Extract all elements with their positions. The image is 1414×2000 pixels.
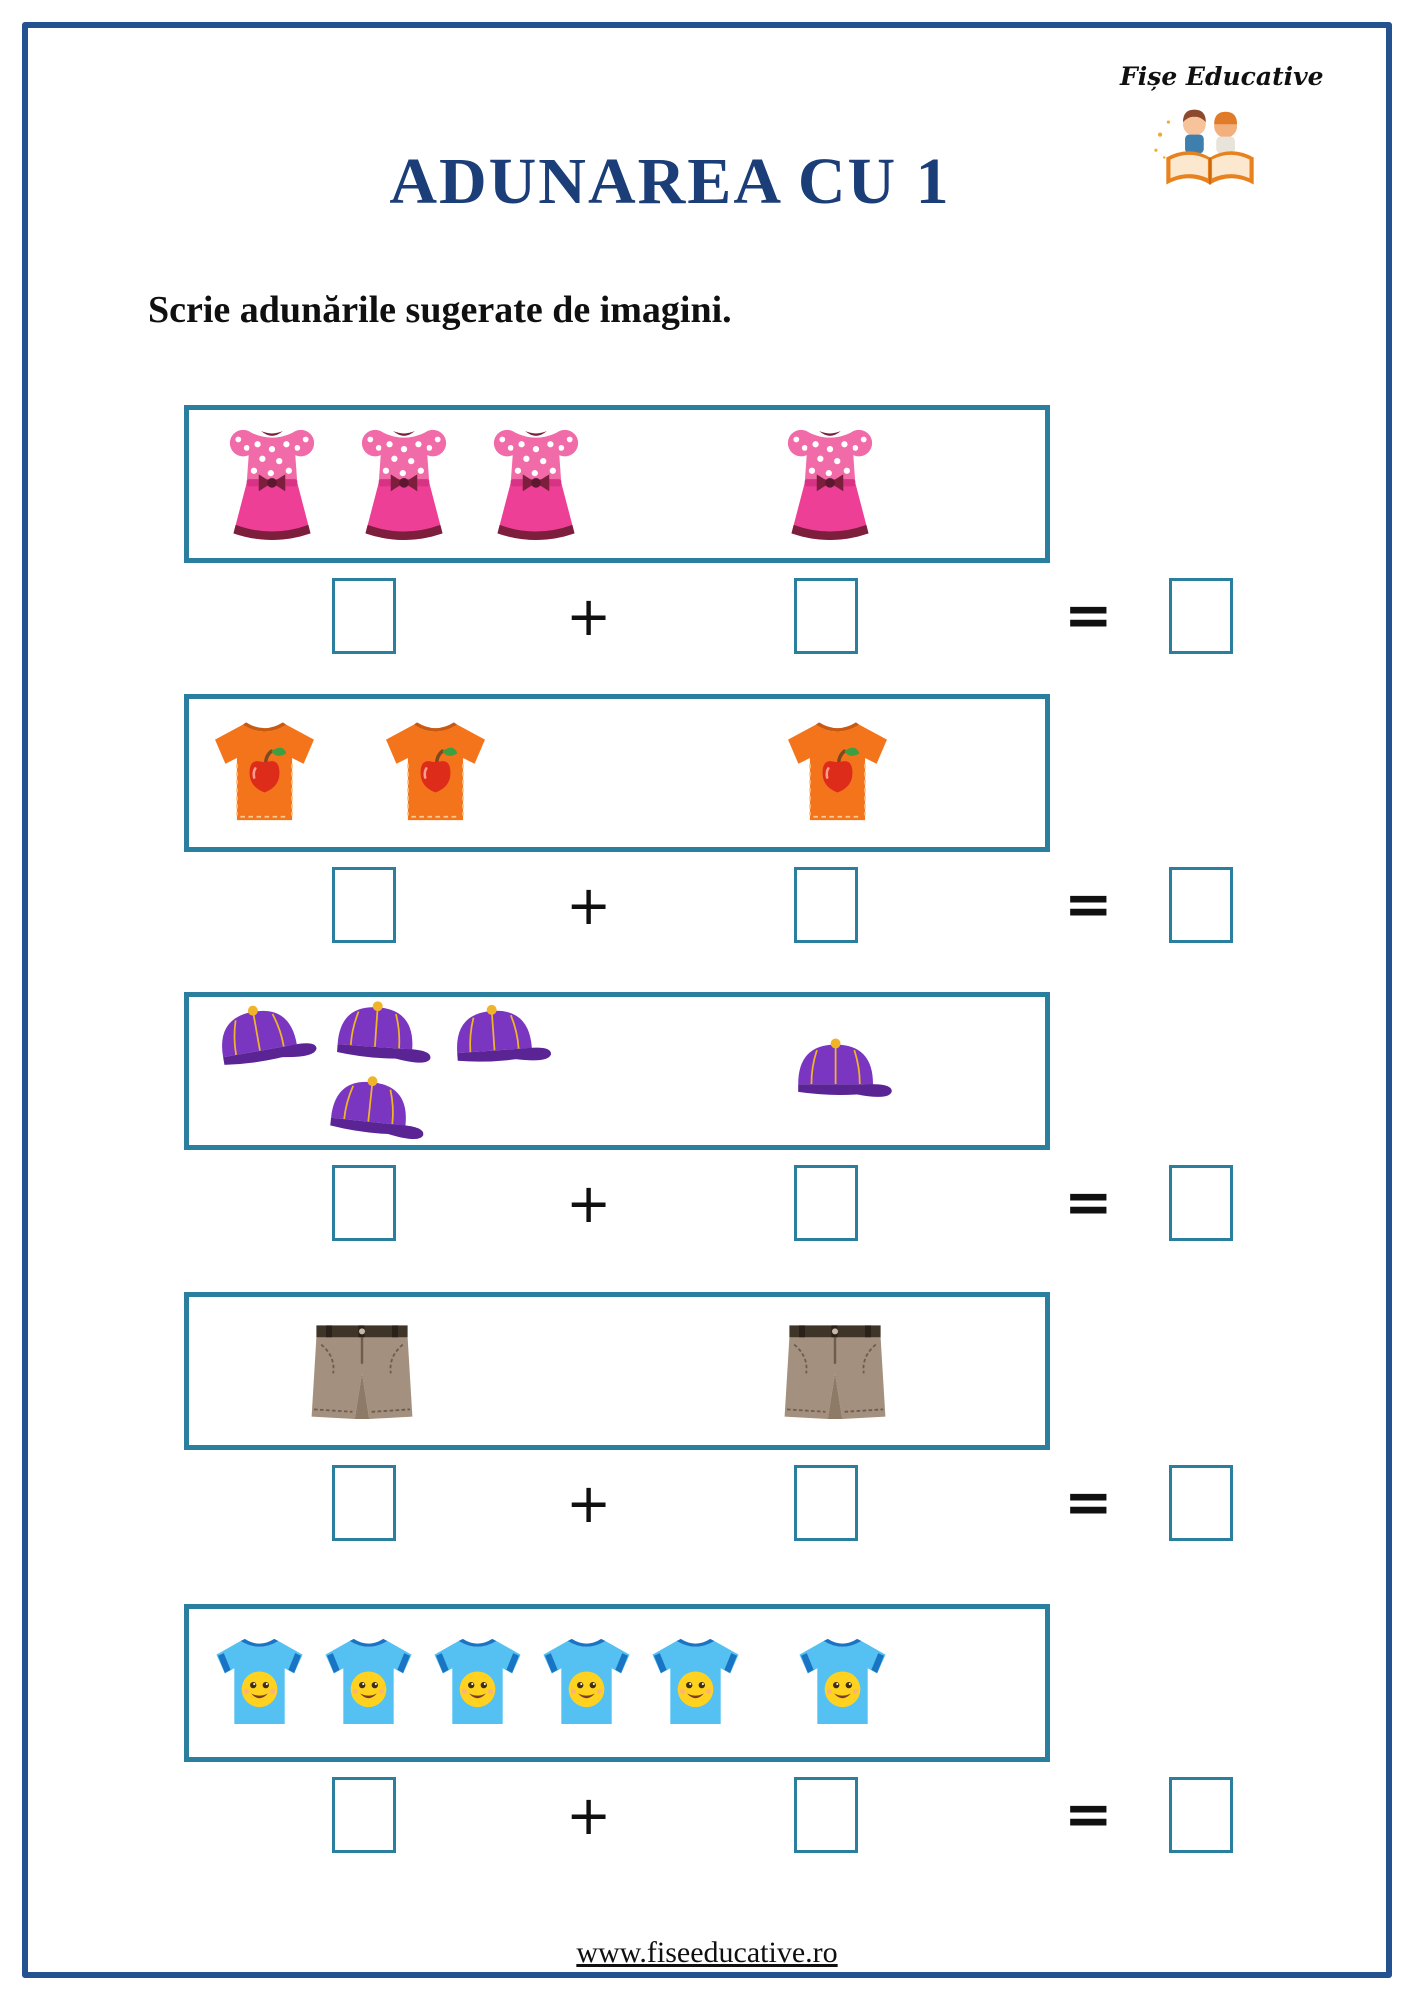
blue-smiley-tshirt-icon — [790, 1633, 895, 1733]
pink-polka-dot-dress-icon — [339, 413, 469, 555]
answer-box-addend2[interactable] — [794, 1465, 858, 1541]
pink-polka-dot-dress-icon — [207, 413, 337, 555]
equals-sign: = — [1064, 581, 1113, 649]
picture-box — [184, 1292, 1050, 1450]
answer-box-addend1[interactable] — [332, 1465, 396, 1541]
answer-box-addend2[interactable] — [794, 867, 858, 943]
blue-smiley-tshirt-icon — [643, 1633, 748, 1733]
answer-box-sum[interactable] — [1169, 1165, 1233, 1241]
plus-sign: + — [566, 1472, 612, 1535]
exercise-row: + = — [184, 694, 1259, 956]
brand-name: Fișe Educative — [1120, 62, 1324, 91]
item-group-left — [207, 1633, 748, 1733]
item-group-left — [207, 413, 601, 555]
answer-box-sum[interactable] — [1169, 867, 1233, 943]
item-group-right — [775, 1312, 895, 1430]
footer: www.fiseeducative.ro — [0, 1936, 1414, 1970]
equation-row: + = — [184, 578, 1259, 664]
purple-cap-icon — [440, 992, 555, 1081]
item-group-left — [207, 992, 579, 1150]
item-group-right — [780, 719, 895, 827]
purple-cap-icon — [785, 1030, 895, 1112]
equation-row: + = — [184, 1465, 1259, 1551]
answer-box-addend2[interactable] — [794, 578, 858, 654]
equation-row: + = — [184, 1165, 1259, 1251]
exercise-row: + = — [184, 992, 1259, 1254]
brand-logo: Fișe Educative — [1120, 62, 1324, 202]
picture-box — [184, 694, 1050, 852]
answer-box-addend1[interactable] — [332, 1165, 396, 1241]
equals-sign: = — [1064, 1168, 1113, 1236]
orange-apple-tshirt-icon — [378, 719, 493, 827]
answer-box-sum[interactable] — [1169, 1777, 1233, 1853]
equals-sign: = — [1064, 1780, 1113, 1848]
item-group-right — [790, 1633, 895, 1733]
blue-smiley-tshirt-icon — [425, 1633, 530, 1733]
exercise-row: + = — [184, 1604, 1259, 1866]
answer-box-addend2[interactable] — [794, 1777, 858, 1853]
answer-box-addend2[interactable] — [794, 1165, 858, 1241]
plus-sign: + — [566, 585, 612, 648]
item-group-left — [207, 719, 493, 827]
brown-shorts-icon — [775, 1312, 895, 1430]
brown-shorts-icon — [302, 1312, 422, 1430]
plus-sign: + — [566, 1172, 612, 1235]
answer-box-addend1[interactable] — [332, 578, 396, 654]
answer-box-sum[interactable] — [1169, 1465, 1233, 1541]
plus-sign: + — [566, 874, 612, 937]
equation-row: + = — [184, 867, 1259, 953]
pink-polka-dot-dress-icon — [765, 413, 895, 555]
exercise-row: + = — [184, 405, 1259, 667]
blue-smiley-tshirt-icon — [534, 1633, 639, 1733]
equals-sign: = — [1064, 1468, 1113, 1536]
plus-sign: + — [566, 1784, 612, 1847]
item-group-right — [765, 413, 895, 555]
answer-box-addend1[interactable] — [332, 1777, 396, 1853]
instruction-text: Scrie adunările sugerate de imagini. — [148, 289, 732, 331]
orange-apple-tshirt-icon — [780, 719, 895, 827]
picture-box — [184, 992, 1050, 1150]
item-group-right — [785, 1030, 895, 1112]
picture-box — [184, 1604, 1050, 1762]
purple-cap-icon — [201, 987, 324, 1087]
kids-reading-book-icon — [1120, 93, 1300, 202]
footer-link[interactable]: www.fiseeducative.ro — [576, 1936, 838, 1969]
exercise-row: + = — [184, 1292, 1259, 1554]
blue-smiley-tshirt-icon — [207, 1633, 312, 1733]
answer-box-sum[interactable] — [1169, 578, 1233, 654]
page-title: ADUNAREA CU 1 — [389, 145, 951, 219]
orange-apple-tshirt-icon — [207, 719, 322, 827]
item-group-left — [302, 1312, 422, 1430]
pink-polka-dot-dress-icon — [471, 413, 601, 555]
answer-box-addend1[interactable] — [332, 867, 396, 943]
equals-sign: = — [1064, 870, 1113, 938]
blue-smiley-tshirt-icon — [316, 1633, 421, 1733]
purple-cap-icon — [315, 1062, 433, 1155]
picture-box — [184, 405, 1050, 563]
equation-row: + = — [184, 1777, 1259, 1863]
